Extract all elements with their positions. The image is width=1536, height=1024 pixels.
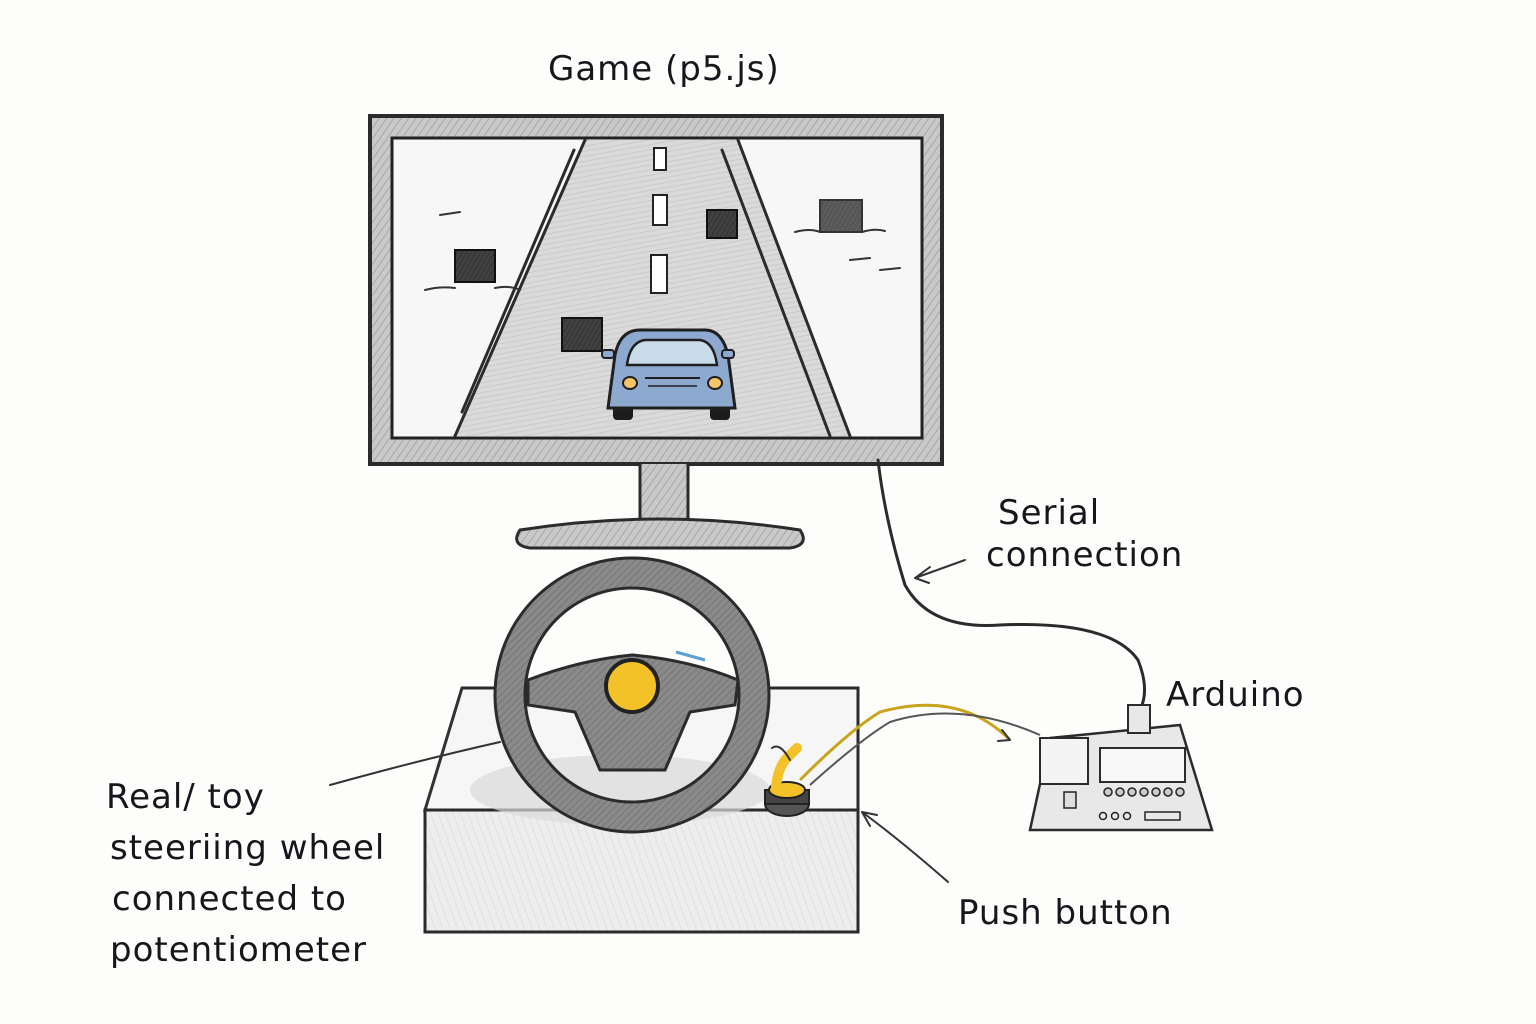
- arduino-board: [1028, 704, 1214, 832]
- button-wire-gray: [809, 712, 1041, 786]
- monitor-foot: [515, 517, 805, 550]
- obstacle: [819, 199, 863, 233]
- label-wheel-line3: connected to: [112, 879, 347, 919]
- obstacle: [561, 317, 603, 352]
- lane-marker: [650, 254, 668, 294]
- obstacle: [706, 209, 738, 239]
- label-game: Game (p5.js): [548, 49, 780, 89]
- serial-cable: [876, 458, 1146, 712]
- game-screen: [424, 138, 901, 438]
- label-wheel-line2: steeriing wheel: [110, 828, 386, 868]
- label-push-button: Push button: [958, 893, 1173, 933]
- wheel-leader-line: [329, 741, 501, 786]
- lane-marker: [653, 147, 667, 171]
- button-wire-yellow: [798, 703, 1012, 782]
- label-wheel-line1: Real/ toy: [106, 777, 265, 817]
- push-button-arrow: [861, 811, 949, 883]
- lane-marker: [652, 194, 668, 226]
- label-serial-line1: Serial: [998, 493, 1101, 533]
- push-button: [764, 743, 810, 817]
- arduino-knobs: [1103, 787, 1185, 797]
- obstacle: [454, 249, 496, 283]
- player-car: [601, 328, 737, 420]
- label-serial-line2: connection: [986, 535, 1184, 575]
- steering-wheel: [493, 556, 771, 834]
- label-wheel-line4: potentiometer: [110, 930, 368, 970]
- serial-arrow: [914, 559, 966, 584]
- horn-button: [604, 658, 660, 714]
- label-arduino: Arduino: [1166, 675, 1305, 715]
- monitor-neck: [638, 464, 690, 522]
